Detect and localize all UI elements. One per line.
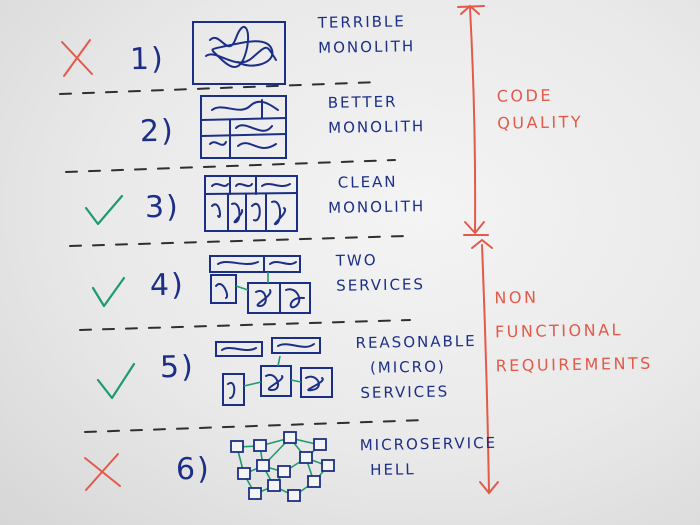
- row-number-4: 4): [150, 268, 185, 304]
- row-label-5-line3: SERVICES: [356, 379, 478, 406]
- check-mark-4: [93, 278, 124, 306]
- row-label-3: CLEAN MONOLITH: [328, 169, 426, 221]
- code-quality-label: CODE QUALITY: [497, 81, 584, 136]
- nfr-label-line3: REQUIREMENTS: [495, 347, 653, 384]
- code-quality-label-line1: CODE: [497, 81, 583, 109]
- row-label-6-line1: MICROSERVICE: [360, 431, 498, 458]
- code-quality-arrow: [470, 8, 475, 232]
- nfr-label-line2: FUNCTIONAL: [495, 313, 653, 350]
- row-label-1-line2: MONOLITH: [318, 34, 415, 61]
- row-label-2-line2: MONOLITH: [328, 114, 425, 141]
- cross-mark-6: [85, 454, 120, 490]
- row-label-2-line1: BETTER: [328, 89, 425, 116]
- row-label-2: BETTER MONOLITH: [328, 89, 426, 141]
- row-label-1: TERRIBLE MONOLITH: [318, 9, 416, 61]
- check-mark-5: [98, 364, 134, 398]
- row-label-5-line2: (MICRO): [356, 354, 478, 381]
- row-number-1: 1): [130, 42, 165, 78]
- code-quality-label-line2: QUALITY: [497, 108, 583, 136]
- separator-line-5: [85, 420, 425, 432]
- row-label-5-line1: REASONABLE: [355, 329, 477, 356]
- row-label-6: MICROSERVICE HELL: [360, 431, 498, 483]
- check-mark-3: [86, 196, 122, 224]
- row-label-4-line1: TWO: [336, 247, 425, 274]
- row-label-6-line2: HELL: [360, 456, 498, 483]
- nfr-label-line1: NON: [494, 279, 652, 316]
- nfr-label: NON FUNCTIONAL REQUIREMENTS: [494, 279, 653, 384]
- row-label-5: REASONABLE (MICRO) SERVICES: [355, 329, 477, 406]
- cross-mark-1: [62, 40, 92, 76]
- separator-line-3: [70, 236, 405, 246]
- better-monolith-diagram: [201, 96, 286, 158]
- row-number-6: 6): [176, 452, 211, 488]
- row-label-4: TWO SERVICES: [336, 247, 426, 299]
- row-number-2: 2): [140, 114, 175, 150]
- row-label-1-line1: TERRIBLE: [318, 9, 415, 36]
- row-number-5: 5): [160, 350, 195, 386]
- row-label-3-line2: MONOLITH: [328, 194, 425, 221]
- separator-line-4: [80, 320, 410, 330]
- row-label-4-line2: SERVICES: [336, 272, 425, 299]
- row-number-3: 3): [145, 190, 180, 226]
- row-label-3-line1: CLEAN: [328, 169, 425, 196]
